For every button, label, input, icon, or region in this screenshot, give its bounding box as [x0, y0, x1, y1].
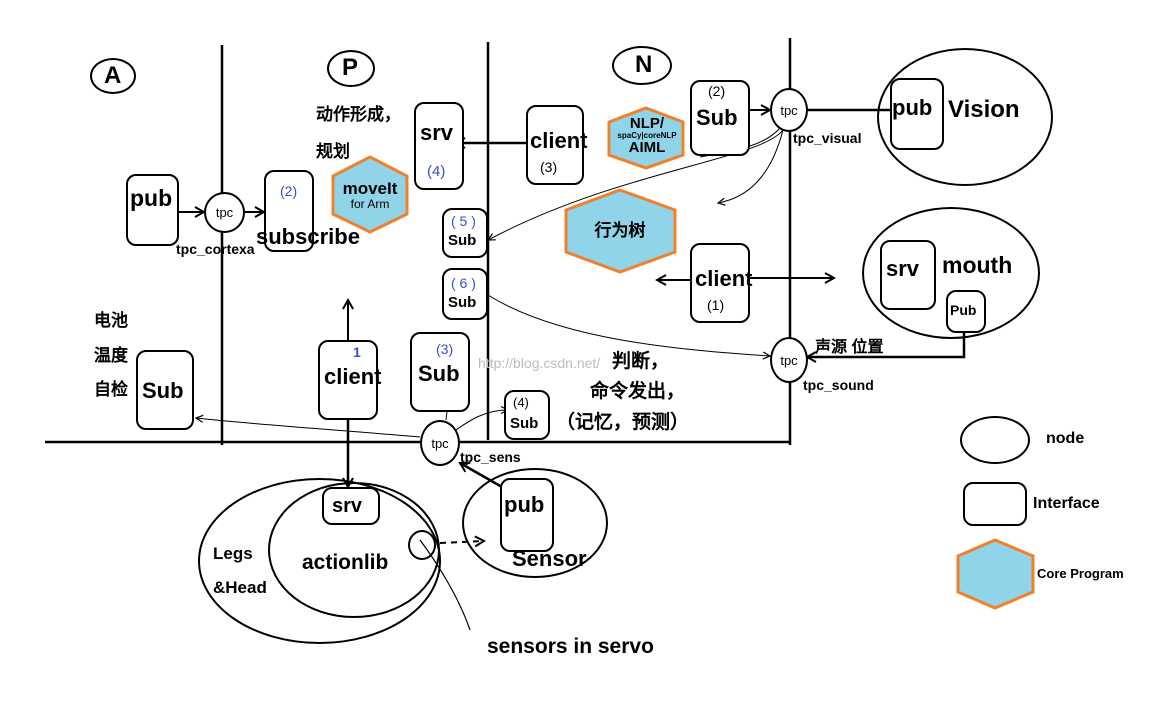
mouth-pub-label: Pub — [950, 302, 977, 318]
client3-label: client — [530, 128, 588, 153]
legend-core-hexagon — [956, 538, 1035, 610]
sub2-number: (2) — [708, 83, 726, 99]
sub4-number: (4) — [513, 395, 529, 410]
sub6-label: Sub — [448, 294, 477, 311]
watermark: http://blog.csdn.net/ — [478, 355, 601, 371]
sub5-number: ( 5 ) — [451, 213, 476, 229]
actionlib-label: actionlib — [302, 551, 389, 574]
planning-srv-interface — [414, 102, 464, 190]
subscribe-number: (2) — [280, 183, 298, 199]
battery-line3: 自检 — [94, 380, 128, 399]
vision-pub-interface — [890, 78, 944, 150]
servo-sensor-node — [408, 530, 436, 560]
decision-line3: （记忆，预测） — [556, 412, 690, 433]
battery-sub-interface — [136, 350, 194, 430]
behavior-tree-label: 行为树 — [594, 221, 646, 240]
sub3-number: (3) — [436, 341, 454, 357]
planning-note-line1: 动作形成， — [316, 105, 401, 124]
mouth-srv-label: srv — [886, 256, 920, 281]
decision-line1: 判断， — [612, 351, 670, 372]
client1-interface — [318, 340, 378, 420]
legs-srv-label: srv — [332, 495, 363, 517]
nlp-hexagon — [607, 106, 685, 170]
sub5-label: Sub — [448, 232, 477, 249]
sub4-label: Sub — [510, 415, 539, 432]
battery-sub-label: Sub — [142, 378, 184, 403]
mouth-pub-interface — [946, 290, 986, 333]
tpc-cortexa-node: tpc — [204, 192, 245, 233]
sensor-label: Sensor — [512, 546, 587, 571]
sub2-interface — [690, 80, 750, 156]
vision-label: Vision — [948, 96, 1020, 123]
sub5-interface — [442, 208, 488, 258]
moveit-hexagon — [331, 155, 409, 234]
nlp-line2: spaCy|coreNLP — [617, 130, 677, 140]
section-a-label: A — [104, 62, 122, 89]
behavior-tree-hexagon — [564, 188, 677, 274]
tpc-sens-node: tpc — [420, 420, 460, 466]
section-n-circle — [612, 46, 672, 85]
client-mouth-number: (1) — [707, 297, 725, 313]
mouth-label: mouth — [942, 252, 1013, 278]
sub3-interface — [410, 332, 470, 412]
nlp-line1: NLP/ — [629, 115, 665, 132]
legend-interface-symbol — [963, 482, 1027, 526]
nlp-line3: AIML — [628, 139, 666, 157]
client3-number: (3) — [540, 159, 558, 175]
vision-node — [877, 48, 1053, 186]
sensor-pub-label: pub — [504, 492, 545, 517]
client1-label: client — [324, 364, 382, 389]
sub4-interface — [504, 390, 550, 440]
legs-head-node — [198, 478, 441, 644]
battery-line2: 温度 — [94, 346, 128, 365]
sensor-node — [462, 468, 608, 578]
tpc-cortexa-label: tpc_cortexa — [176, 241, 255, 257]
sub3-label: Sub — [418, 361, 460, 386]
tpc-visual-label: tpc_visual — [793, 130, 862, 146]
tpc-visual-node: tpc — [770, 88, 808, 132]
sound-position-label: 声源 位置 — [815, 339, 884, 356]
sensors-in-servo-label: sensors in servo — [487, 635, 654, 658]
tpc-sound-node: tpc — [770, 337, 808, 383]
sub2-label: Sub — [696, 105, 738, 130]
moveit-subtitle: for Arm — [350, 196, 390, 211]
cortex-pub-interface — [126, 174, 179, 246]
client3-interface — [526, 105, 584, 185]
sensor-pub-interface — [500, 478, 554, 552]
section-p-label: P — [342, 54, 359, 81]
legs-label-line2: &Head — [213, 578, 267, 597]
subscribe-label: subscribe — [256, 224, 360, 249]
client-mouth-label: client — [695, 266, 753, 291]
decision-line2: 命令发出， — [590, 381, 686, 402]
moveit-title: moveIt — [342, 179, 398, 198]
planning-srv-label: srv — [420, 120, 454, 145]
moveit-label: moveIt for Arm — [334, 180, 406, 210]
legend-interface-label: Interface — [1033, 495, 1100, 512]
sub6-interface — [442, 268, 488, 320]
sub6-number: ( 6 ) — [451, 275, 476, 291]
legs-srv-interface — [322, 487, 380, 525]
legs-label-line1: Legs — [213, 544, 253, 563]
nlp-label: NLP/ spaCy|coreNLP AIML — [602, 116, 692, 156]
subscribe-interface — [264, 170, 314, 252]
mouth-srv-interface — [880, 240, 936, 310]
client-mouth-interface — [690, 243, 750, 323]
legend-core-label: Core Program — [1037, 566, 1124, 581]
planning-note-line2: 规划 — [316, 142, 350, 161]
mouth-node — [862, 207, 1040, 339]
legend-node-label: node — [1046, 430, 1085, 447]
client1-number: 1 — [353, 344, 361, 360]
section-p-circle — [327, 50, 375, 87]
section-a-circle — [90, 58, 136, 94]
tpc-sound-label: tpc_sound — [803, 377, 874, 393]
legend-node-symbol — [960, 416, 1030, 464]
vision-pub-label: pub — [892, 95, 933, 120]
cortex-pub-label: pub — [130, 185, 173, 211]
actionlib-node — [268, 482, 440, 618]
section-n-label: N — [635, 51, 653, 78]
battery-line1: 电池 — [94, 311, 128, 330]
planning-srv-number: (4) — [427, 163, 446, 180]
tpc-sens-label: tpc_sens — [460, 449, 521, 465]
